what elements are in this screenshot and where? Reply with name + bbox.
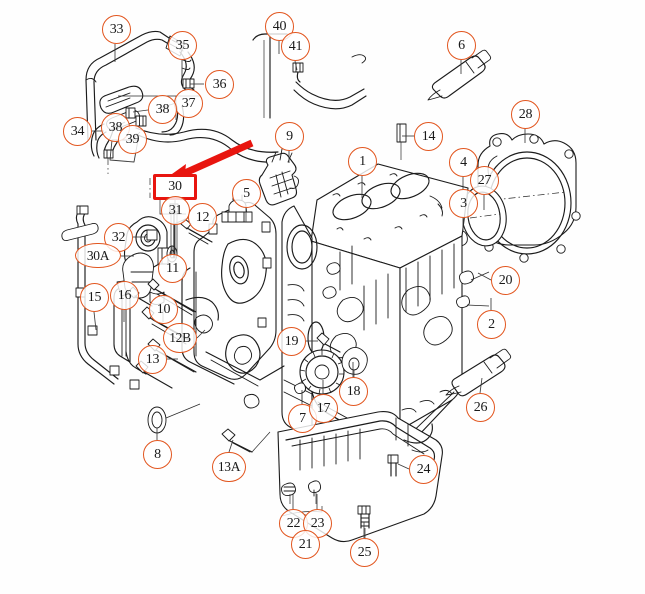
callout-14[interactable]: 14 xyxy=(414,122,443,151)
callout-18[interactable]: 18 xyxy=(339,377,368,406)
sealant-tube-6 xyxy=(427,49,492,101)
callout-16[interactable]: 16 xyxy=(110,281,139,310)
callout-25[interactable]: 25 xyxy=(350,538,379,567)
callout-6[interactable]: 6 xyxy=(447,31,476,60)
callout-20[interactable]: 20 xyxy=(491,266,520,295)
callout-19[interactable]: 19 xyxy=(277,327,306,356)
callout-21[interactable]: 21 xyxy=(291,530,320,559)
leader-line-20 xyxy=(477,272,492,281)
callout-13A[interactable]: 13A xyxy=(212,452,246,482)
breather-pipe-assembly xyxy=(252,33,367,119)
callout-10[interactable]: 10 xyxy=(149,295,178,324)
callout-28[interactable]: 28 xyxy=(511,100,540,129)
callout-5[interactable]: 5 xyxy=(232,179,261,208)
callout-2[interactable]: 2 xyxy=(477,310,506,339)
callout-39[interactable]: 39 xyxy=(118,125,147,154)
callout-40[interactable]: 40 xyxy=(265,12,294,41)
callout-9[interactable]: 9 xyxy=(275,122,304,151)
sealant-tube-26 xyxy=(445,348,512,397)
callout-17[interactable]: 17 xyxy=(309,394,338,423)
callout-12B[interactable]: 12B xyxy=(163,323,197,353)
callout-1[interactable]: 1 xyxy=(348,147,377,176)
leader-line-13A xyxy=(228,439,234,453)
leader-line-24 xyxy=(397,463,410,470)
callout-3[interactable]: 3 xyxy=(449,189,478,218)
callout-35[interactable]: 35 xyxy=(168,31,197,60)
leader-line-15 xyxy=(93,311,97,331)
callout-11[interactable]: 11 xyxy=(158,254,187,283)
callout-23[interactable]: 23 xyxy=(303,509,332,538)
callout-15[interactable]: 15 xyxy=(80,283,109,312)
callout-38[interactable]: 38 xyxy=(148,95,177,124)
callout-24[interactable]: 24 xyxy=(409,455,438,484)
dowel-pin-14 xyxy=(396,123,407,160)
callout-34[interactable]: 34 xyxy=(63,117,92,146)
callout-37[interactable]: 37 xyxy=(174,89,203,118)
callout-31[interactable]: 31 xyxy=(161,196,190,225)
callout-12[interactable]: 12 xyxy=(188,203,217,232)
callout-8[interactable]: 8 xyxy=(143,440,172,469)
oil-separator-9 xyxy=(258,148,299,206)
callout-26[interactable]: 26 xyxy=(466,393,495,422)
sprocket-assembly xyxy=(293,332,368,402)
callout-33[interactable]: 33 xyxy=(102,15,131,44)
leader-line-38 xyxy=(132,109,149,113)
callout-30A[interactable]: 30A xyxy=(75,243,121,268)
leader-line-41 xyxy=(294,60,298,71)
callout-13[interactable]: 13 xyxy=(138,345,167,374)
callout-27[interactable]: 27 xyxy=(470,166,499,195)
leader-line-26 xyxy=(479,377,483,394)
callout-36[interactable]: 36 xyxy=(205,70,234,99)
leader-line-12B xyxy=(196,329,206,339)
callout-41[interactable]: 41 xyxy=(281,32,310,61)
